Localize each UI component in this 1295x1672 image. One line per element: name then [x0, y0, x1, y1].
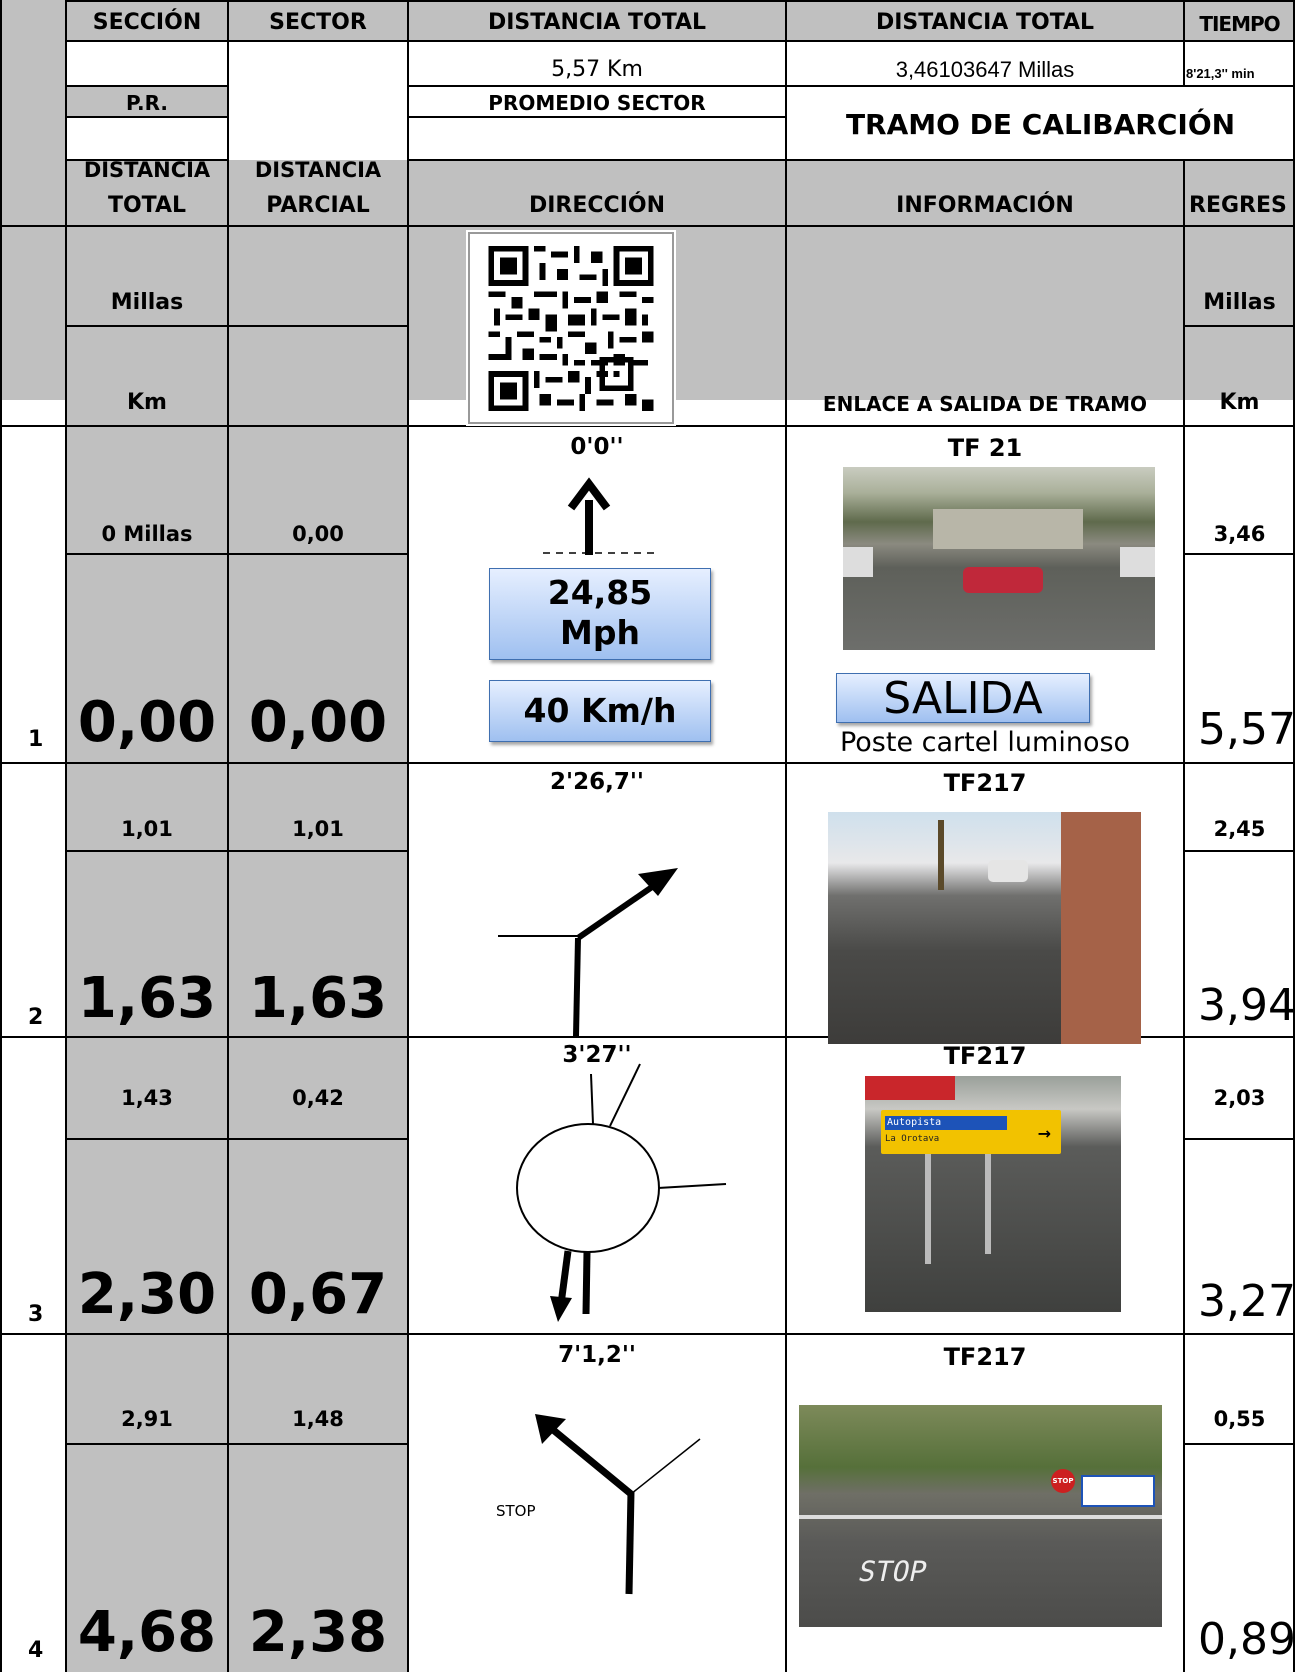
- row-3-bg: [66, 1046, 408, 1342]
- unit-km: Km: [127, 390, 167, 415]
- row-4-stop-label: STOP: [496, 1502, 536, 1520]
- stop-sign-icon: STOP: [1051, 1469, 1075, 1493]
- row-4-partial-km: 2,38: [248, 1600, 388, 1665]
- row-2-time: 2'26,7'': [550, 769, 644, 795]
- row-2-partial-km: 1,63: [248, 966, 388, 1031]
- row-4-time: 7'1,2'': [558, 1342, 636, 1368]
- row-2-bg: [66, 800, 408, 1046]
- total-time: 8'21,3'' min: [1186, 66, 1255, 81]
- col-distancia-parcial-line1: DISTANCIA: [254, 158, 382, 182]
- row-1-note: Poste cartel luminoso: [839, 727, 1131, 758]
- row-3-time: 3'27'': [562, 1042, 632, 1068]
- row-1-regres-km: 5,57: [1198, 704, 1295, 755]
- unit-millas: Millas: [110, 290, 184, 315]
- row-1-number: 1: [28, 727, 44, 752]
- row-3-total-km: 2,30: [77, 1262, 217, 1327]
- total-distance-miles: 3,46103647 Millas: [895, 57, 1075, 82]
- row-4-total-km: 4,68: [77, 1600, 217, 1665]
- row-1-time: 0'0'': [570, 434, 624, 460]
- row-3-number: 3: [28, 1302, 44, 1327]
- sign-autopista: Autopista: [885, 1116, 1007, 1130]
- turn-right-arrow-icon: [498, 868, 678, 1036]
- row-2-partial-miles: 1,01: [292, 817, 344, 841]
- unit-km-regres: Km: [1219, 390, 1260, 415]
- row-2-regres-miles: 2,45: [1213, 817, 1266, 841]
- row-4-bg: [66, 1342, 408, 1672]
- col-direccion: DIRECCIÓN: [528, 193, 665, 218]
- roundabout-icon: [516, 1063, 727, 1322]
- row-3-total-miles: 1,43: [121, 1086, 173, 1110]
- row-3-partial-miles: 0,42: [292, 1086, 344, 1110]
- row-1-road-photo: [843, 467, 1155, 650]
- col-distancia-parcial-line2: PARCIAL: [266, 193, 370, 218]
- row-2-total-km: 1,63: [77, 966, 217, 1031]
- row-2-road-photo: [828, 812, 1141, 1044]
- row-4-total-miles: 2,91: [121, 1407, 173, 1431]
- qr-code-frame[interactable]: [468, 232, 674, 424]
- sign-arrow-icon: →: [1037, 1124, 1051, 1143]
- row-3-road: TF217: [943, 1042, 1027, 1070]
- qr-code-icon: [488, 246, 654, 411]
- header-distancia-total-km: DISTANCIA TOTAL: [487, 10, 707, 35]
- row-3-partial-km: 0,67: [248, 1262, 388, 1327]
- straight-arrow-icon: [543, 477, 660, 555]
- row-1-regres-miles: 3,46: [1213, 522, 1266, 546]
- row-3-road-photo: Autopista La Orotava →: [865, 1076, 1121, 1312]
- row-4-number: 4: [28, 1638, 44, 1663]
- turn-left-stop-icon: [535, 1414, 701, 1595]
- row-1-partial-km: 0,00: [248, 690, 388, 755]
- salida-box: SALIDA: [836, 673, 1090, 724]
- col-regres: REGRES: [1189, 193, 1287, 218]
- row-3-regres-miles: 2,03: [1213, 1086, 1266, 1110]
- col-informacion: INFORMACIÓN: [896, 193, 1074, 218]
- left-index-column-header: [0, 0, 66, 400]
- header-sector: SECTOR: [269, 10, 367, 35]
- row-1-total-miles: 0 Millas: [101, 522, 193, 546]
- row-4-road: TF217: [943, 1343, 1027, 1371]
- row-1-partial-miles: 0,00: [292, 522, 344, 546]
- row-1-bg: [66, 400, 408, 800]
- col-distancia-total-line1: DISTANCIA: [83, 158, 211, 182]
- row-4-partial-miles: 1,48: [292, 1407, 344, 1431]
- speed-kmh-box: 40 Km/h: [489, 680, 711, 742]
- sign-la-orotava: La Orotava: [885, 1134, 940, 1144]
- unit-millas-regres: Millas: [1203, 290, 1276, 315]
- row-2-number: 2: [28, 1005, 44, 1030]
- row-1-road: TF 21: [947, 434, 1023, 462]
- row-4-regres-km: 0,89: [1198, 1614, 1295, 1665]
- row-1-total-km: 0,00: [77, 690, 217, 755]
- row-4-road-photo: STOP STOP: [799, 1405, 1162, 1627]
- header-seccion: SECCIÓN: [92, 10, 202, 35]
- header-tramo-title: TRAMO DE CALIBARCIÓN: [845, 108, 1236, 141]
- row-2-road: TF217: [943, 769, 1027, 797]
- total-distance-km: 5,57 Km: [551, 57, 643, 82]
- header-promedio-sector: PROMEDIO SECTOR: [488, 91, 706, 115]
- row-2-total-miles: 1,01: [121, 817, 173, 841]
- header-pr: P.R.: [126, 91, 168, 115]
- header-tiempo: TIEMPO: [1199, 12, 1280, 36]
- row-2-regres-km: 3,94: [1198, 980, 1295, 1031]
- row-4-regres-miles: 0,55: [1213, 1407, 1266, 1431]
- stop-road-marking: STOP: [855, 1555, 930, 1588]
- row-3-regres-km: 3,27: [1198, 1276, 1295, 1327]
- header-distancia-total-millas: DISTANCIA TOTAL: [875, 10, 1095, 35]
- enlace-salida-tramo: ENLACE A SALIDA DE TRAMO: [822, 392, 1148, 416]
- col-distancia-total-line2: TOTAL: [107, 193, 187, 218]
